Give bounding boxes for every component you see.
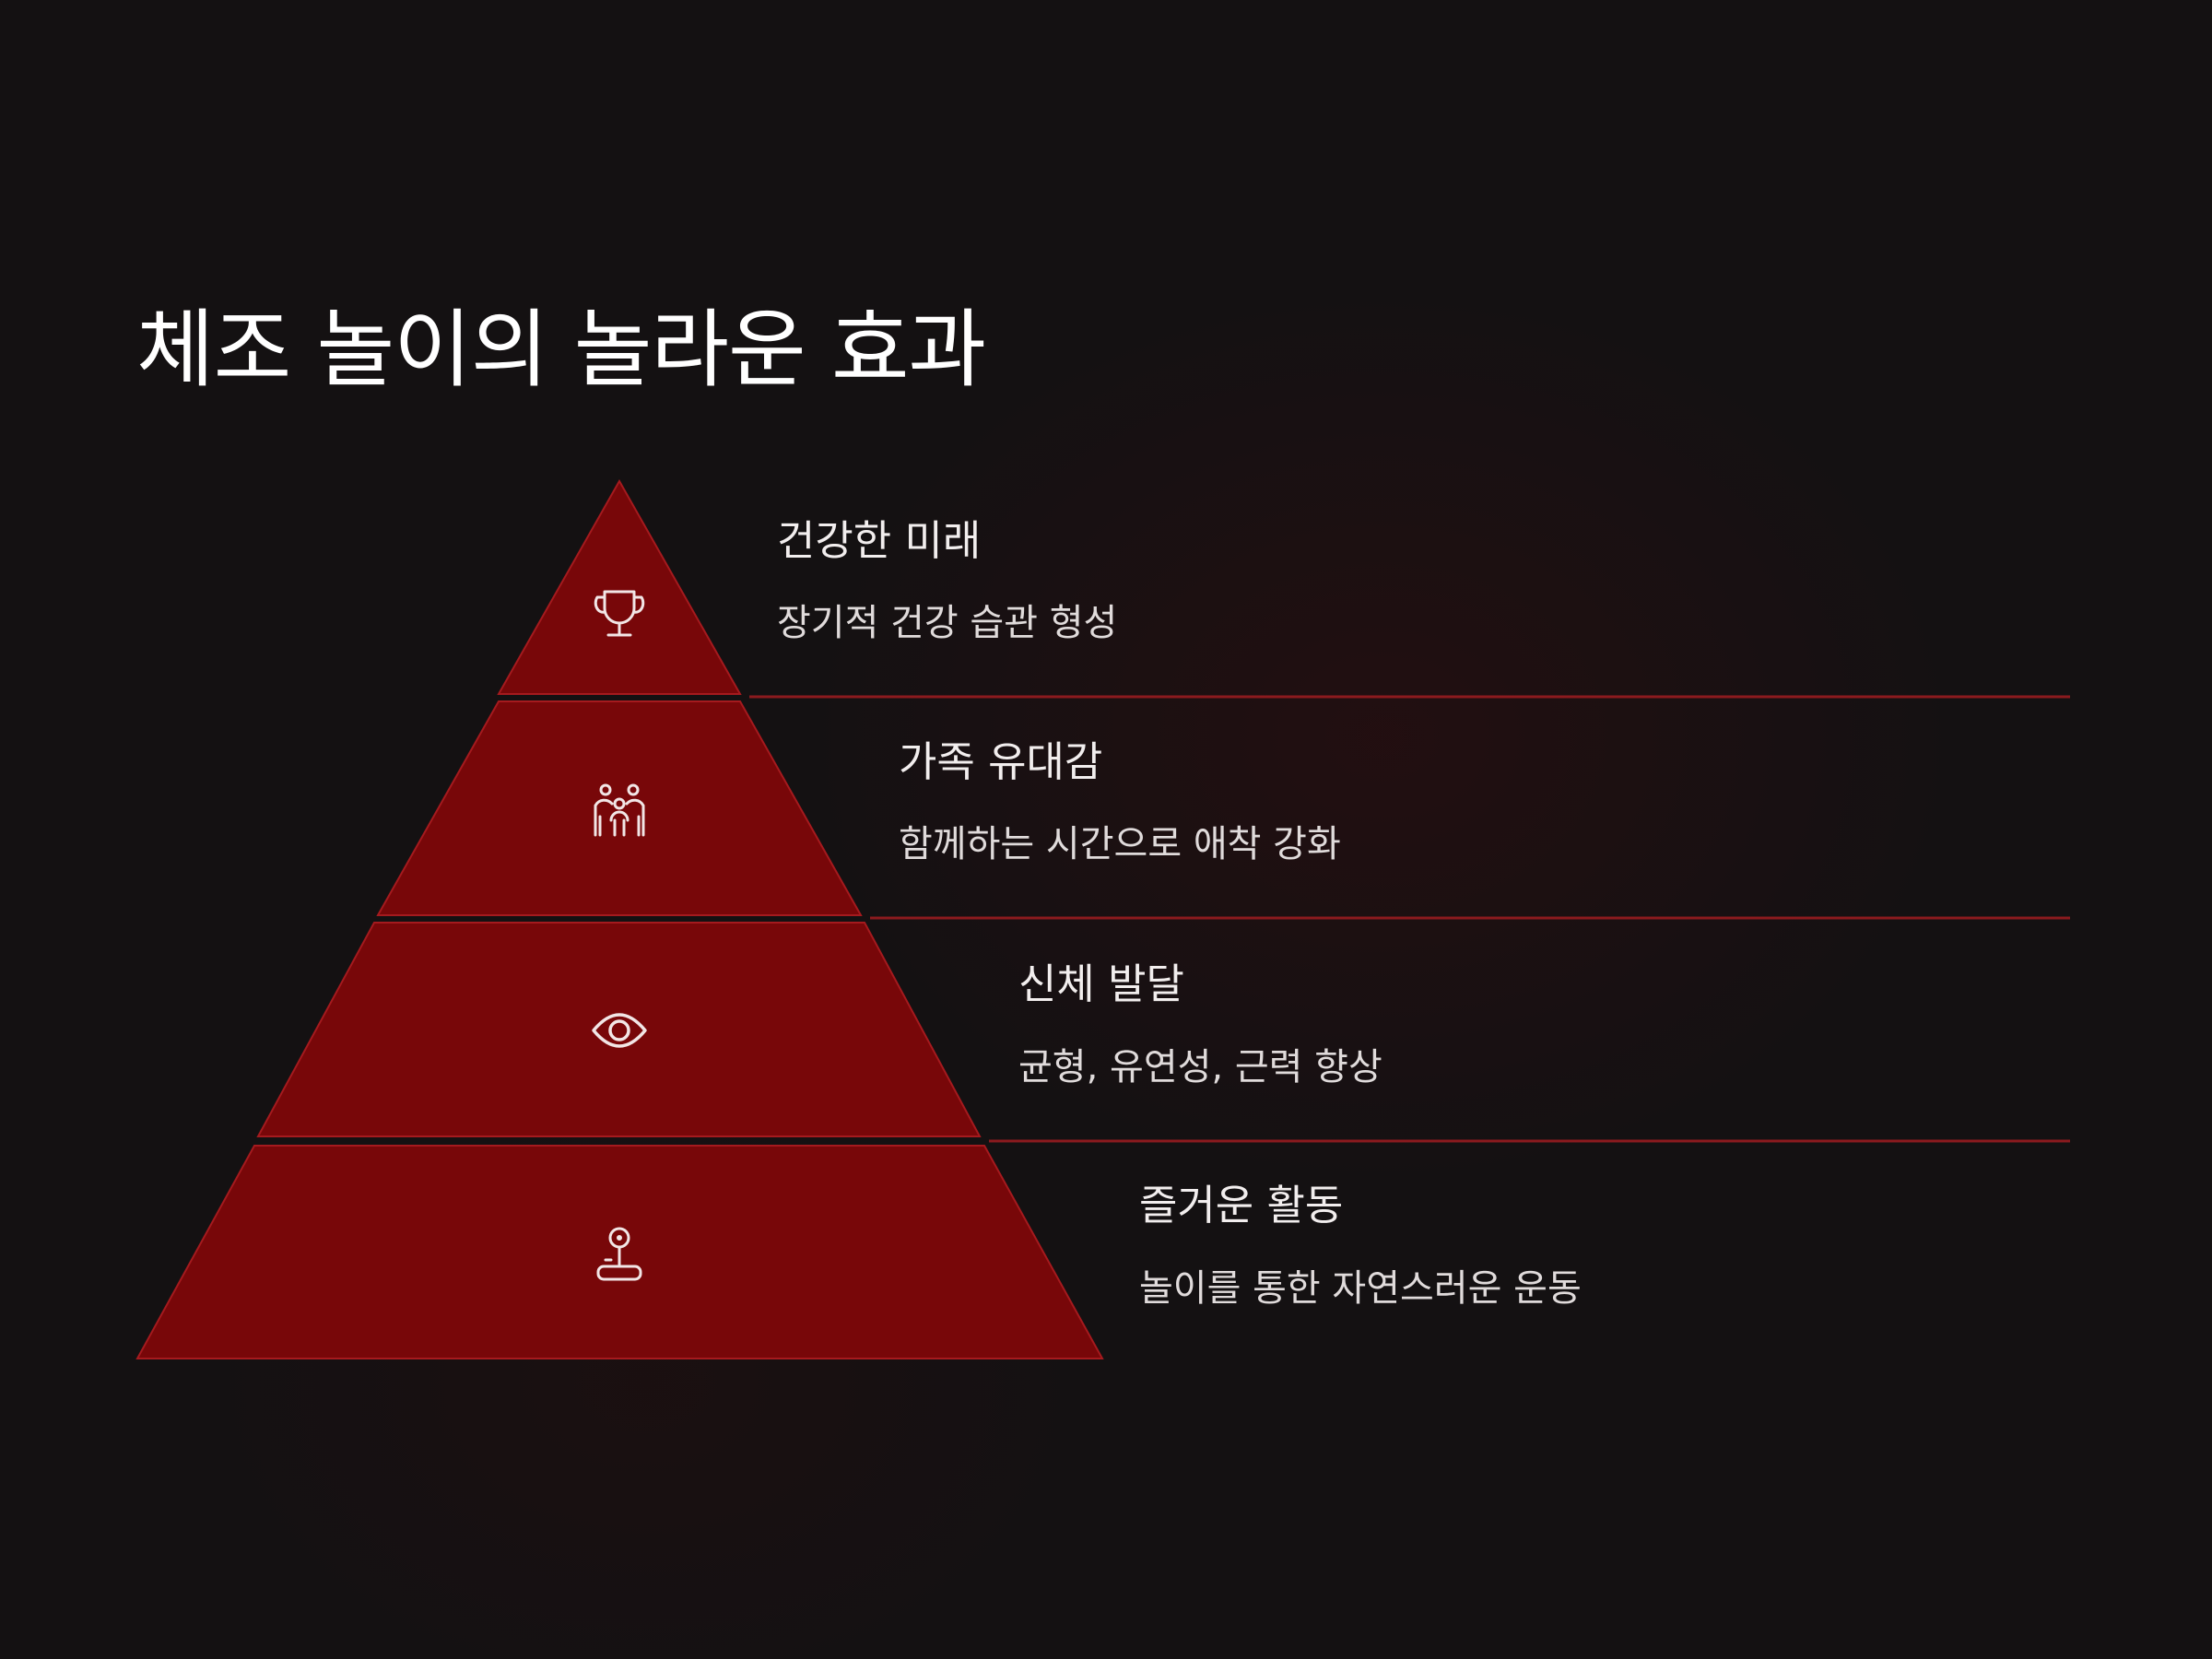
level-2-title: 가족 유대감	[899, 737, 1103, 786]
level-4-description: 놀이를 통한 자연스러운 운동	[1139, 1267, 1582, 1310]
level-3-title: 신체 발달	[1018, 959, 1184, 1008]
pyramid-tier-1	[497, 478, 742, 695]
eye-icon	[592, 1013, 647, 1048]
level-4-title: 즐거운 활동	[1139, 1181, 1344, 1230]
family-icon	[594, 783, 645, 837]
pyramid-tier-3	[256, 922, 982, 1137]
trophy-icon	[594, 590, 645, 637]
joystick-icon	[596, 1227, 642, 1281]
level-1-description: 장기적 건강 습관 형성	[777, 602, 1118, 644]
page-title: 체조 놀이의 놀라운 효과	[136, 300, 986, 399]
level-2-description: 함께하는 시간으로 애착 강화	[899, 823, 1341, 865]
level-3-description: 균형, 유연성, 근력 향상	[1018, 1046, 1382, 1088]
level-1-title: 건강한 미래	[777, 516, 982, 565]
